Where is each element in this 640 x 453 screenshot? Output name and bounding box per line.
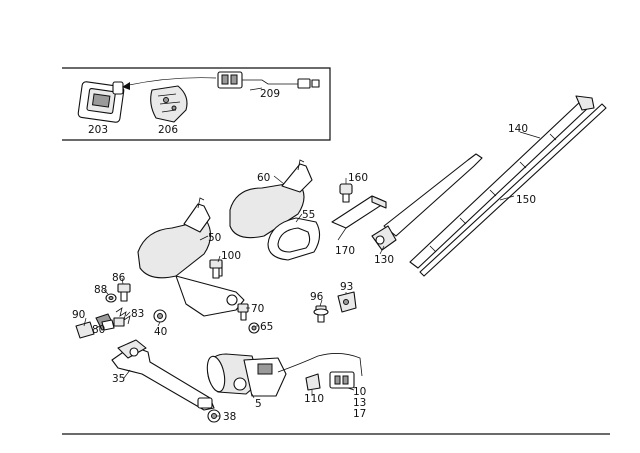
label-96: 96	[310, 291, 324, 303]
leader-lines	[83, 87, 541, 417]
label-88: 88	[94, 284, 107, 296]
part-55-seal[interactable]	[267, 217, 321, 261]
part-170-arm-cap[interactable]	[331, 195, 387, 229]
inset-frame	[62, 67, 331, 141]
label-10: 10	[353, 386, 366, 398]
part-100-bolt[interactable]	[209, 259, 223, 279]
part-203-control-unit[interactable]	[77, 81, 125, 123]
label-35: 35	[112, 373, 125, 385]
part-209-wiring-harness[interactable]	[217, 71, 320, 89]
label-86: 86	[112, 272, 126, 284]
connection-arrow	[122, 77, 217, 90]
part-labels: 203 206 209 140 150 160 170 130 60 55 50…	[72, 88, 536, 423]
part-35-wiper-frame[interactable]	[111, 339, 215, 411]
label-203: 203	[88, 124, 108, 136]
part-206-cover[interactable]	[150, 85, 188, 123]
label-209: 209	[260, 88, 280, 100]
label-160: 160	[348, 172, 368, 184]
label-110: 110	[304, 393, 324, 405]
part-5-wiper-motor[interactable]	[204, 353, 287, 397]
label-40: 40	[154, 326, 167, 338]
label-206: 206	[158, 124, 178, 136]
part-150-blade-rubber[interactable]	[419, 103, 607, 277]
label-100: 100	[221, 250, 241, 262]
label-13: 13	[353, 397, 366, 409]
label-90: 90	[72, 309, 85, 321]
part-93-bracket[interactable]	[337, 291, 357, 313]
label-65: 65	[260, 321, 273, 333]
label-5: 5	[255, 398, 262, 410]
label-83: 83	[131, 308, 144, 320]
label-50: 50	[208, 232, 221, 244]
part-40-nut[interactable]	[153, 309, 167, 323]
part-110-grommet[interactable]	[305, 373, 321, 391]
part-130-wiper-arm[interactable]	[371, 153, 483, 251]
part-60-housing-cover[interactable]	[229, 159, 313, 239]
motor-cable	[277, 353, 363, 377]
label-60: 60	[257, 172, 270, 184]
label-150: 150	[516, 194, 536, 206]
part-70-bolt[interactable]	[237, 303, 249, 321]
label-55: 55	[302, 209, 315, 221]
label-70: 70	[251, 303, 264, 315]
part-140-wiper-blade[interactable]	[409, 95, 595, 269]
part-160-nut[interactable]	[339, 183, 353, 203]
label-140: 140	[508, 123, 528, 135]
part-10-13-17-connector[interactable]	[329, 371, 355, 389]
part-50-housing-cover[interactable]	[137, 197, 212, 279]
label-38: 38	[223, 411, 236, 423]
part-96-bolt[interactable]	[313, 305, 329, 323]
label-17: 17	[353, 408, 366, 420]
label-93: 93	[340, 281, 353, 293]
part-90-bracket[interactable]	[75, 321, 95, 339]
part-65-washer[interactable]	[248, 322, 260, 334]
part-83-spring[interactable]	[113, 307, 131, 327]
label-130: 130	[374, 254, 394, 266]
label-170: 170	[335, 245, 355, 257]
part-88-washer[interactable]	[105, 293, 117, 303]
label-80: 80	[92, 324, 105, 336]
part-86-bolt[interactable]	[117, 283, 131, 302]
part-linkage-crank[interactable]	[175, 261, 245, 317]
